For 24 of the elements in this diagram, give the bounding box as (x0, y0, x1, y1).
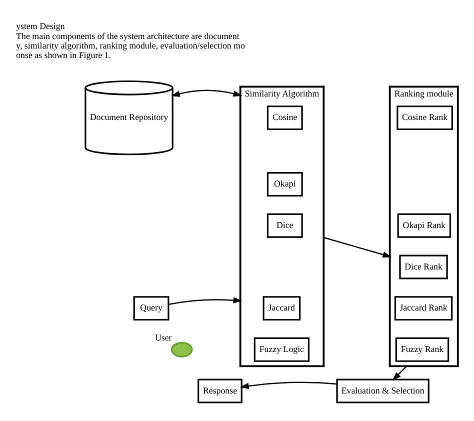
arrow (392, 365, 408, 380)
label: y, similarity algorithm, ranking module, evaluation/selection mo (16, 40, 245, 50)
arrow (171, 89, 242, 96)
node-box: Okapi (266, 172, 303, 196)
label: ystem Design (16, 20, 65, 31)
arrow (168, 296, 242, 304)
node-box: Dice (266, 212, 303, 238)
label: The main components of the system architecture are document (16, 30, 240, 40)
node-box: Fuzzy Rank (395, 336, 450, 362)
node-box: Jaccard (262, 296, 301, 320)
node-box: Query (133, 296, 170, 320)
node-box: Cosine (266, 105, 303, 130)
node-box: Dice Rank (399, 254, 448, 279)
node-box: Fuzzy Logic (254, 336, 310, 362)
node-box: Response (198, 378, 242, 403)
node-box: Jaccard Rank (394, 296, 453, 320)
arrow (323, 236, 392, 258)
node-box: Evaluation & Selection (336, 378, 430, 403)
node-box: Cosine Rank (396, 105, 453, 130)
node-person (170, 341, 193, 357)
arrow (240, 381, 337, 389)
label: onse as shown in Figure 1. (16, 49, 111, 60)
node-label: User (154, 332, 172, 342)
node-box: Okapi Rank (397, 212, 452, 238)
